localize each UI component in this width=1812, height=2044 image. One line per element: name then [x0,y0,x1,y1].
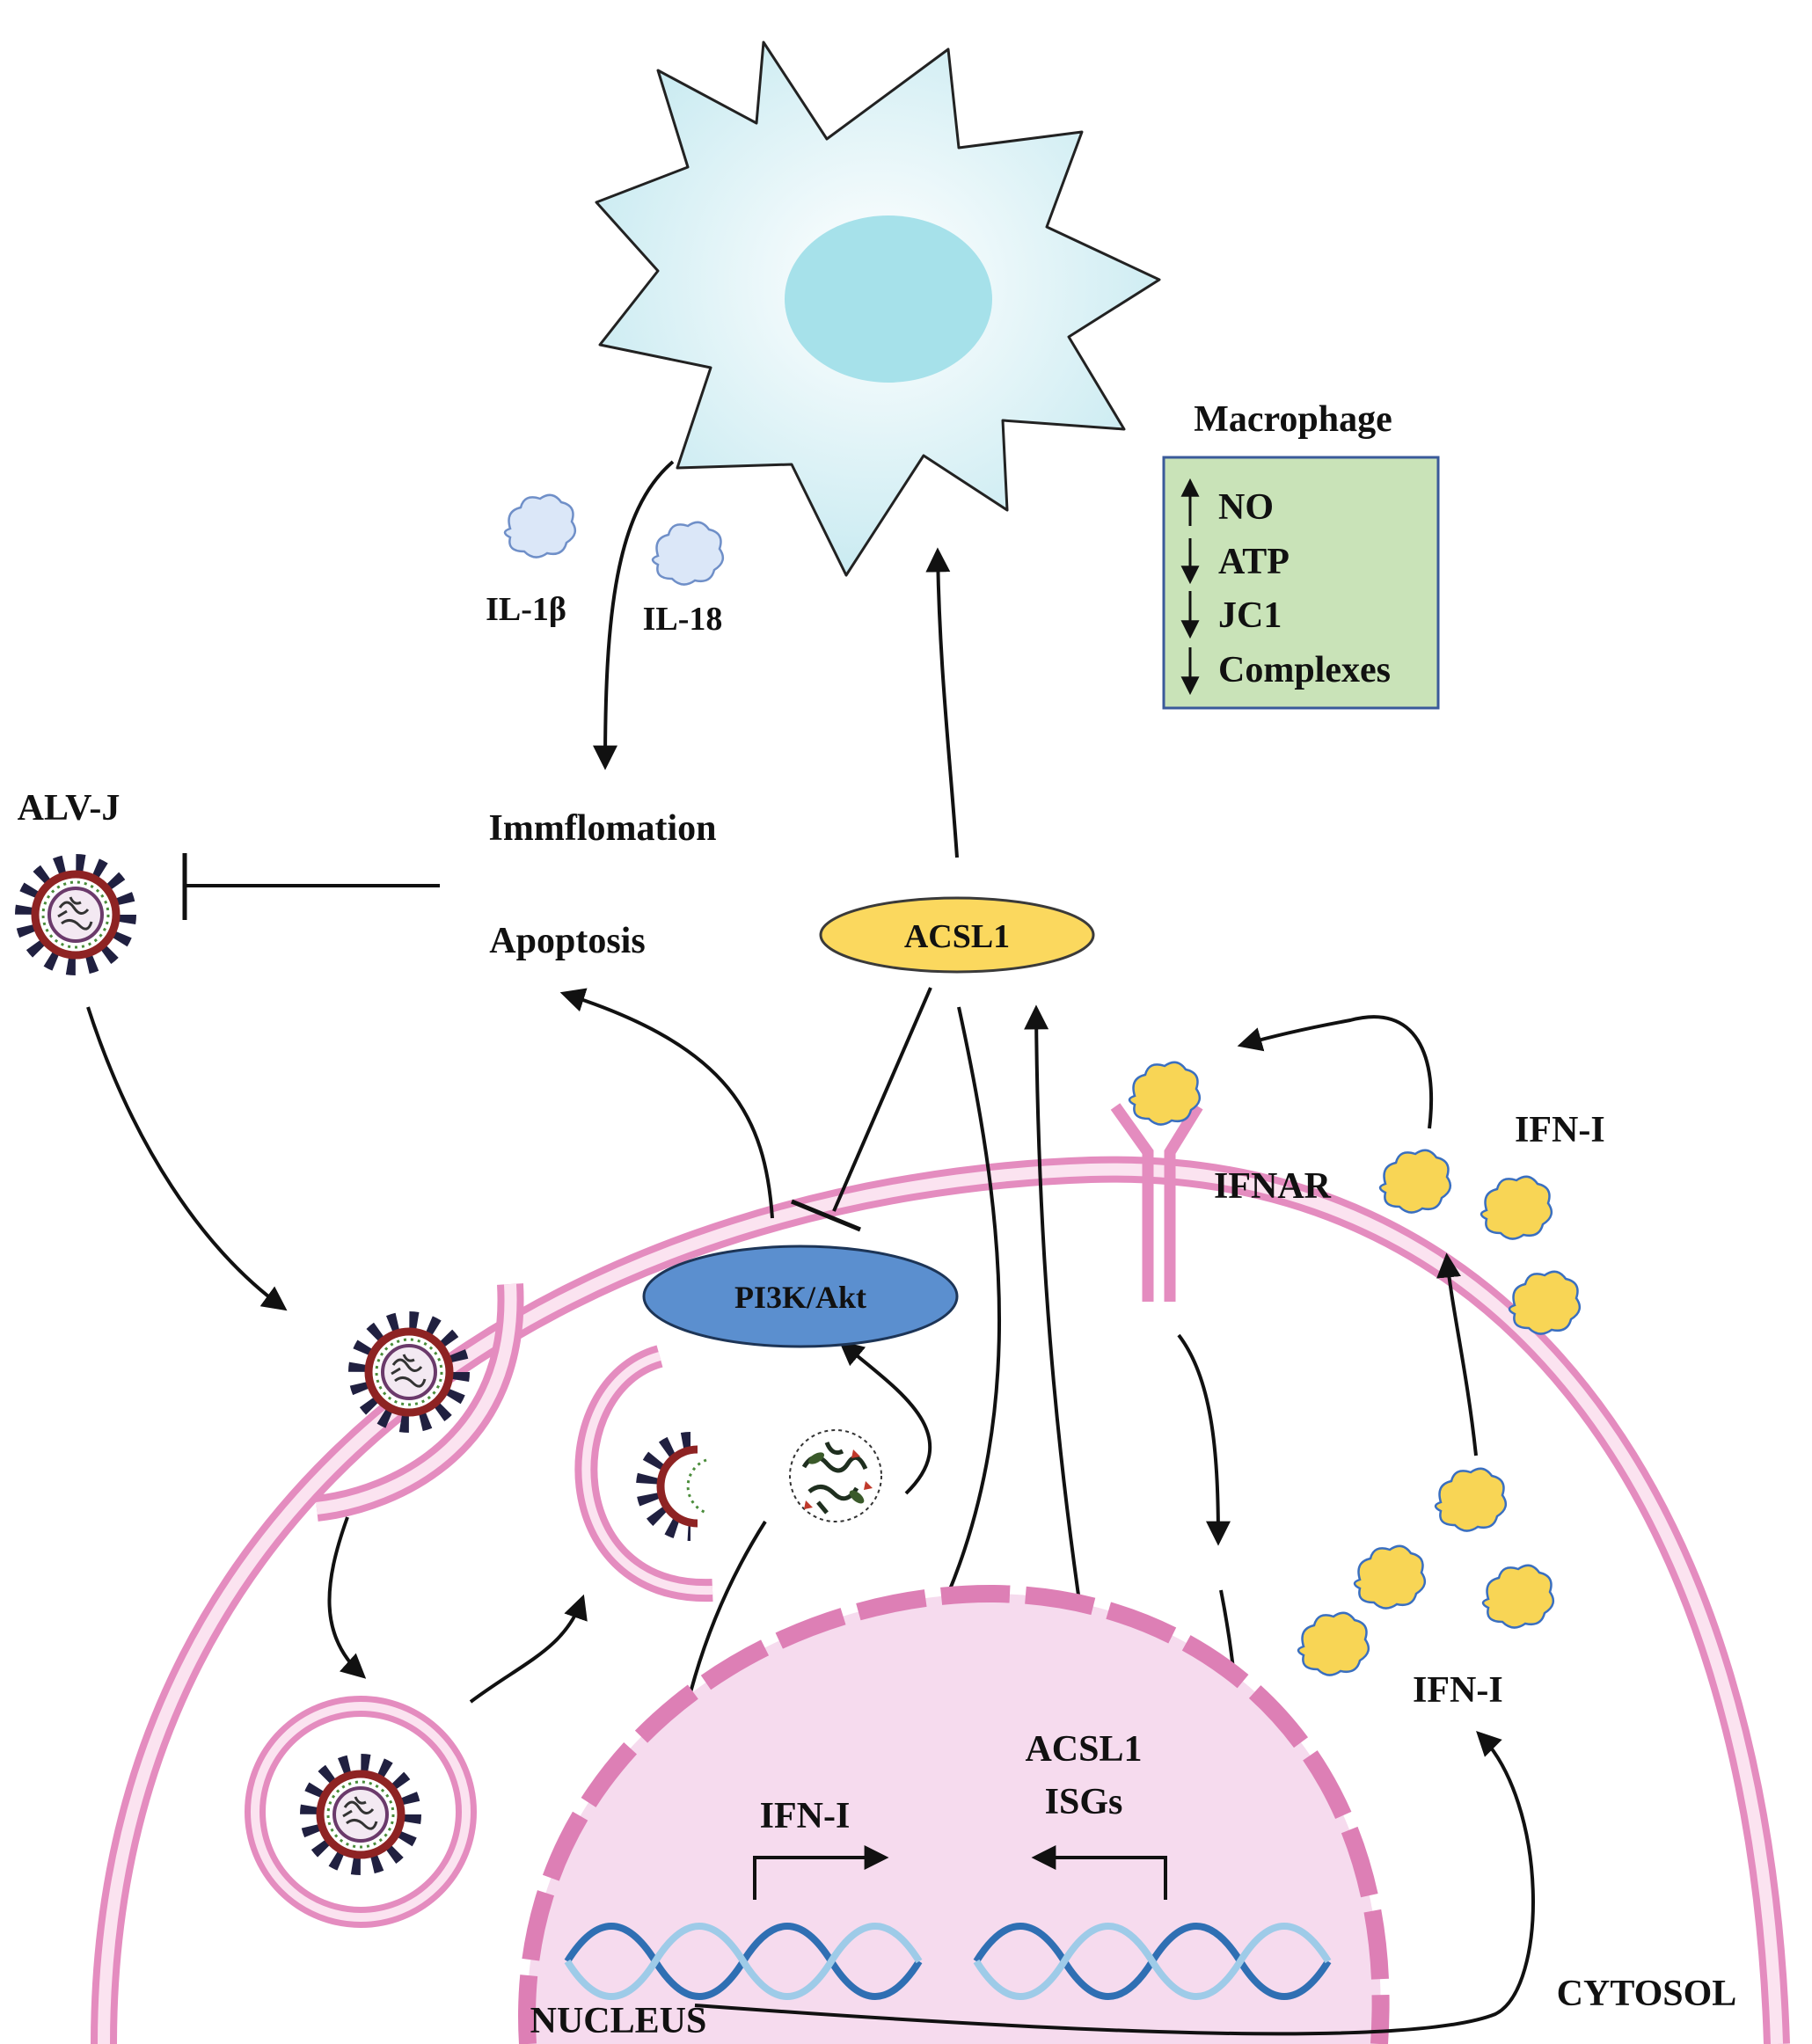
ifnar-label: IFNAR [1214,1166,1332,1207]
endocytosed-virion-icon [360,1323,458,1421]
dna-helix-icon [564,1923,923,2000]
dna-helix-icon [973,1923,1332,2000]
ifnar-to-cytoplasm-arrow [1177,1333,1231,1546]
genome-to-pi3k-arrow [838,1340,932,1495]
il18-label: IL-18 [643,601,723,638]
ifn-particle-icon [1297,1611,1370,1676]
pi3k-to-apoptosis-arrow [559,988,774,1219]
inflammation-label: Immflomation [489,808,717,849]
endosome-virion-icon [311,1765,410,1864]
macrophage-to-inflammation-arrow [593,460,675,770]
endosome-to-vesicle-arrow [469,1594,588,1704]
uncoated-capsid-icon [636,1432,707,1541]
virus-to-cell-arrow [86,1006,288,1311]
macrophage-cell [595,40,1161,577]
ifnar-receptor [1110,1103,1203,1302]
ifn-particle-icon [1480,1175,1553,1240]
nuclear-ifn-label: IFN-I [760,1796,851,1836]
isg-transcription-arrow [1031,1845,1167,1900]
alvj-label: ALV-J [18,788,121,829]
acsl1-inhibits-pi3k-line [791,987,932,1232]
ifn-cytoplasmic-label: IFN-I [1413,1670,1503,1711]
ifn-particle-icon [1353,1544,1427,1610]
marker-label: Complexes [1218,650,1391,690]
apoptosis-label: Apoptosis [489,921,645,961]
nucleus-label: NUCLEUS [530,2001,707,2041]
macrophage-nucleus [785,215,992,383]
il1b-cytokine-icon [503,493,577,558]
endosome [245,1696,477,1928]
il1b-label: IL-1β [486,591,566,628]
pi3k-akt-protein: PI3K/Akt [642,1245,959,1348]
ifn-particle-icon [1378,1149,1452,1214]
uncoating-vesicle [574,1345,713,1602]
nucleus-to-cytoplasm-ifn-arrow [694,1731,1535,2036]
ifn-particle-icon [1434,1467,1508,1532]
ifn-extracellular-label: IFN-I [1515,1110,1605,1150]
alvj-virion-icon [26,865,125,964]
pi3k-label: PI3K/Akt [734,1280,866,1315]
cytosol-label: CYTOSOL [1557,1974,1737,2014]
acsl1-protein: ACSL1 [819,896,1095,974]
host-cell-membrane [91,1156,1790,2044]
nuclear-isgs-label: ISGs [1045,1782,1123,1822]
bound-ifn-particle-icon [1128,1061,1202,1126]
macrophage-marker-box: NO ATP JC1 Complexes [1162,456,1440,710]
ifn-particle-icon [1481,1564,1555,1629]
nucleus [518,1584,1390,2044]
marker-label: ATP [1218,542,1290,582]
marker-label: NO [1218,487,1274,528]
ifn-to-ifnar-arrow [1237,1015,1434,1129]
inflammation-inhibits-virus-line [182,853,440,920]
ifn-secretion-arrow [1436,1252,1478,1456]
acsl1-label: ACSL1 [904,918,1010,955]
macrophage-title: Macrophage [1194,399,1392,440]
ifn-transcription-arrow [753,1845,889,1900]
marker-label: JC1 [1218,595,1282,636]
nuclear-acsl1-label: ACSL1 [1025,1729,1142,1770]
pocket-to-endosome-arrow [327,1516,367,1679]
endocytosis-pocket [315,1283,524,1522]
il18-cytokine-icon [651,521,725,586]
ifn-particle-icon [1508,1270,1582,1335]
viral-genome-icon [789,1429,882,1522]
acsl1-to-macrophage-arrow [925,547,959,858]
